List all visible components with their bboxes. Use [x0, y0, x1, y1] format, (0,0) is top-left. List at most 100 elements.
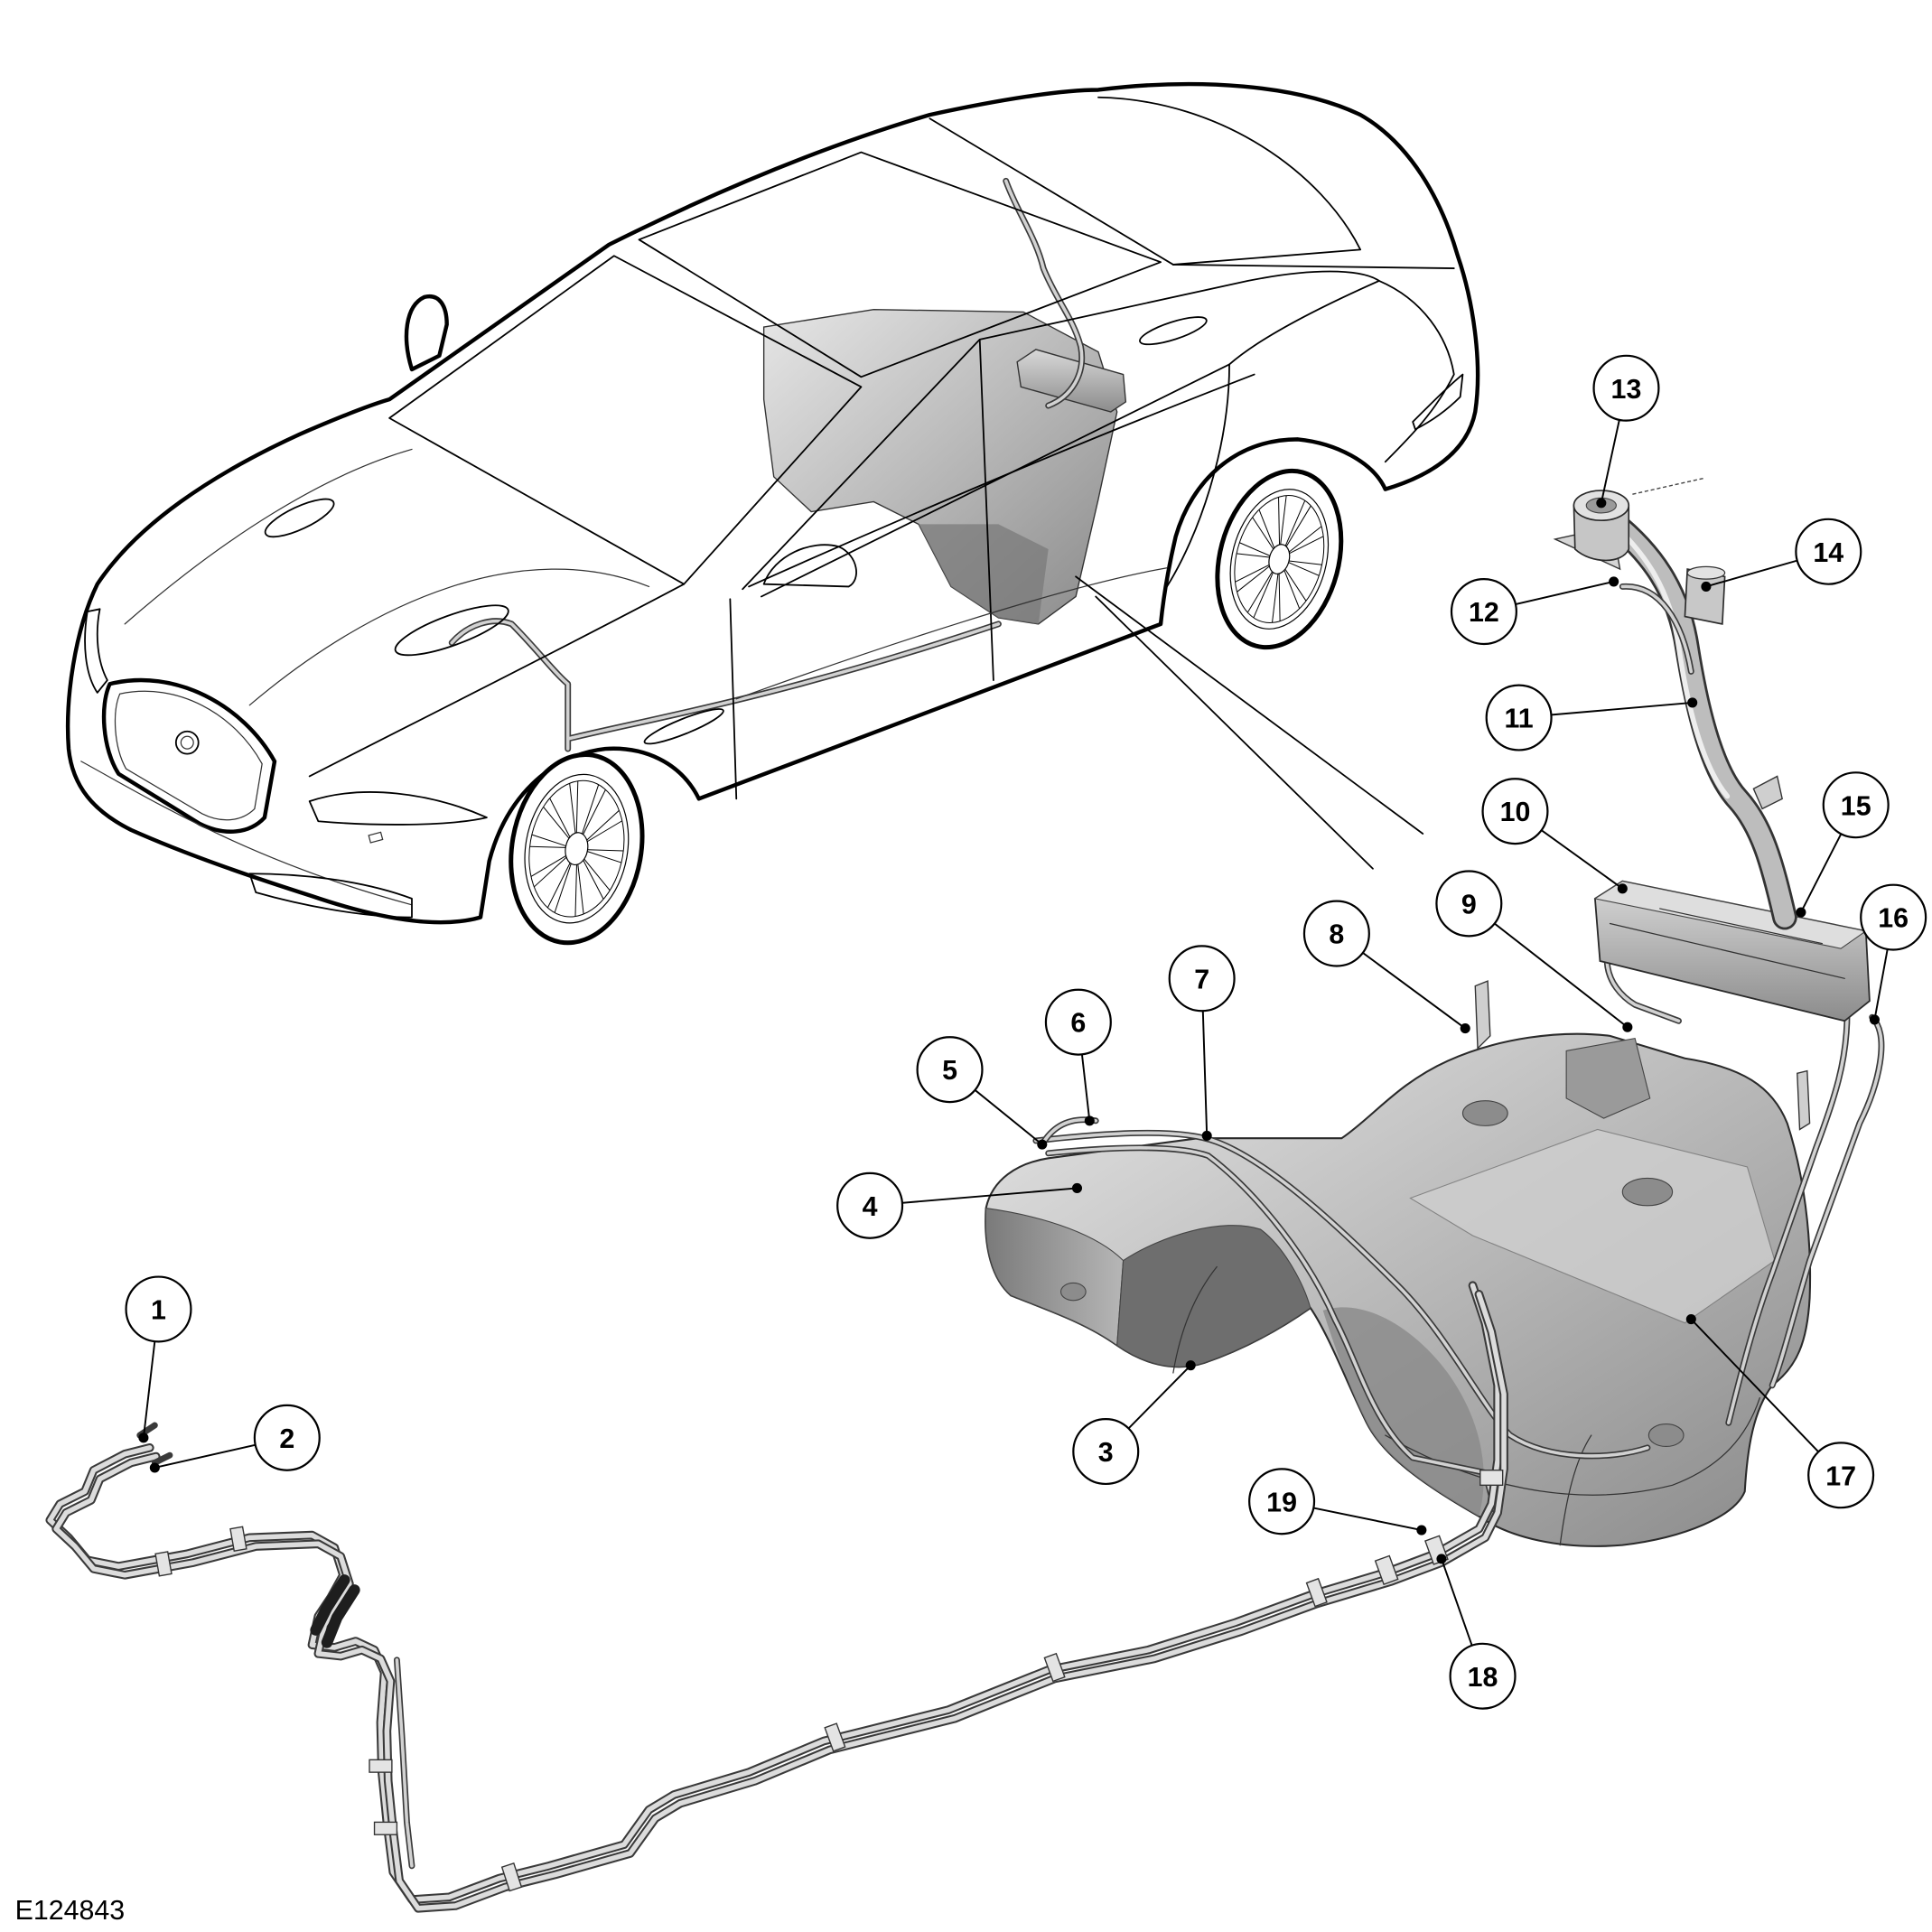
- callout-number: 18: [1468, 1662, 1498, 1693]
- line-clip: [500, 1862, 523, 1892]
- front-intake: [248, 873, 413, 919]
- leader-dot: [1622, 1022, 1633, 1032]
- filler-pipe: [1602, 511, 1796, 928]
- leader-dot: [1185, 1360, 1196, 1371]
- lower-character-line: [735, 567, 1168, 700]
- wheel-spoke: [1237, 549, 1269, 563]
- wheel-spoke: [569, 781, 585, 833]
- callout-3: 3: [1072, 1360, 1196, 1486]
- detail-pointer-line: [1095, 595, 1374, 870]
- callout-number: 4: [863, 1191, 878, 1222]
- callout-9: 9: [1435, 870, 1633, 1032]
- wheel-spoke: [547, 861, 570, 910]
- hood-vent-right: [394, 604, 509, 657]
- callout-6: 6: [1044, 988, 1112, 1126]
- beltline: [748, 373, 1255, 588]
- leader-dot: [1687, 697, 1698, 708]
- wheel-spoke: [534, 853, 566, 891]
- front-door-line: [729, 598, 738, 800]
- b-pillar: [978, 338, 994, 681]
- callout-number: 19: [1266, 1487, 1297, 1517]
- filler-vent-valve-top: [1686, 565, 1726, 580]
- wheel-spoke: [531, 851, 566, 882]
- bracket: [1474, 980, 1491, 1050]
- front-grille: [101, 677, 277, 834]
- right-headlight: [308, 791, 488, 826]
- line-clip: [373, 1821, 398, 1835]
- line-clip: [1305, 1577, 1328, 1608]
- fuel-lines: [45, 1281, 1508, 1913]
- wheel-spoke: [1265, 574, 1285, 622]
- callout-circle: [1485, 684, 1553, 751]
- callout-circle: [1822, 771, 1890, 839]
- front-wheel: [497, 744, 657, 954]
- wheel-spoke: [1275, 570, 1308, 609]
- rear-window: [1097, 96, 1362, 266]
- wheel-spoke: [531, 835, 567, 845]
- callout-circle: [1449, 1642, 1517, 1710]
- callout-circle: [1302, 900, 1370, 967]
- rear-hub: [1265, 542, 1293, 576]
- wheel-spoke: [1250, 509, 1283, 548]
- rear-lamp: [1412, 373, 1464, 431]
- callout-18: 18: [1436, 1554, 1517, 1710]
- line-clip: [369, 1759, 393, 1773]
- callout-number: 3: [1098, 1437, 1114, 1468]
- callout-circle: [1248, 1468, 1316, 1535]
- callouts: 1 2 3 4 5 6: [125, 354, 1927, 1710]
- parking-sensor: [368, 831, 384, 844]
- callout-number: 14: [1813, 537, 1843, 568]
- leader-dot: [1201, 1130, 1212, 1141]
- wheel-spoke: [587, 816, 622, 847]
- trunk-edge: [1171, 264, 1455, 269]
- fuel-hose-dark: [321, 1584, 360, 1648]
- wheel-spoke: [577, 860, 610, 899]
- car-body-outline: [65, 81, 1480, 925]
- jaguar-emblem-inner: [180, 735, 194, 750]
- wheel-spoke: [568, 864, 584, 916]
- pipe: [1726, 1012, 1849, 1425]
- rear-door-line: [1166, 363, 1230, 588]
- leader-dot: [1796, 907, 1806, 918]
- callout-11: 11: [1485, 684, 1698, 751]
- callout-4: 4: [836, 1171, 1083, 1239]
- wheel-spoke: [1285, 499, 1305, 547]
- leader-line: [1468, 902, 1629, 1028]
- wheel-spoke: [1267, 574, 1292, 621]
- wheel-spoke: [538, 807, 574, 838]
- car-illustration: [65, 81, 1480, 954]
- leader-dot: [1869, 1014, 1880, 1025]
- callout-number: 2: [279, 1423, 294, 1454]
- callout-10: 10: [1481, 778, 1628, 894]
- hood-vent-left: [264, 498, 335, 538]
- tank-boss: [1461, 1100, 1508, 1126]
- callout-number: 13: [1611, 374, 1642, 405]
- car-filler-neck-inner: [1003, 179, 1084, 407]
- callout-14: 14: [1701, 518, 1862, 592]
- rear-wheel: [1199, 457, 1359, 661]
- wheel-spoke: [1237, 560, 1270, 599]
- callout-circle: [125, 1275, 192, 1343]
- side-indicator: [643, 708, 724, 745]
- leader-line: [1690, 1318, 1842, 1476]
- leader-dot: [1416, 1525, 1427, 1535]
- leader-dot: [138, 1433, 149, 1443]
- hood-edge: [308, 583, 686, 778]
- left-mirror: [404, 294, 449, 372]
- pipe: [1034, 1131, 1649, 1458]
- pipe: [1046, 1146, 1498, 1512]
- door-handle: [1139, 316, 1208, 346]
- line-clip: [1043, 1652, 1066, 1683]
- callout-number: 6: [1070, 1008, 1086, 1039]
- wheel-spoke: [580, 859, 615, 891]
- callout-circle: [836, 1171, 904, 1239]
- callout-5: 5: [916, 1036, 1048, 1150]
- windshield: [388, 255, 863, 585]
- callout-1: 1: [125, 1275, 192, 1443]
- wheel-spoke: [555, 863, 571, 914]
- wheel-spoke: [544, 798, 576, 837]
- front-rim-inner: [518, 773, 634, 925]
- leader-dot: [1617, 883, 1628, 894]
- wheel-spoke: [530, 842, 566, 853]
- leader-dot: [1084, 1115, 1095, 1126]
